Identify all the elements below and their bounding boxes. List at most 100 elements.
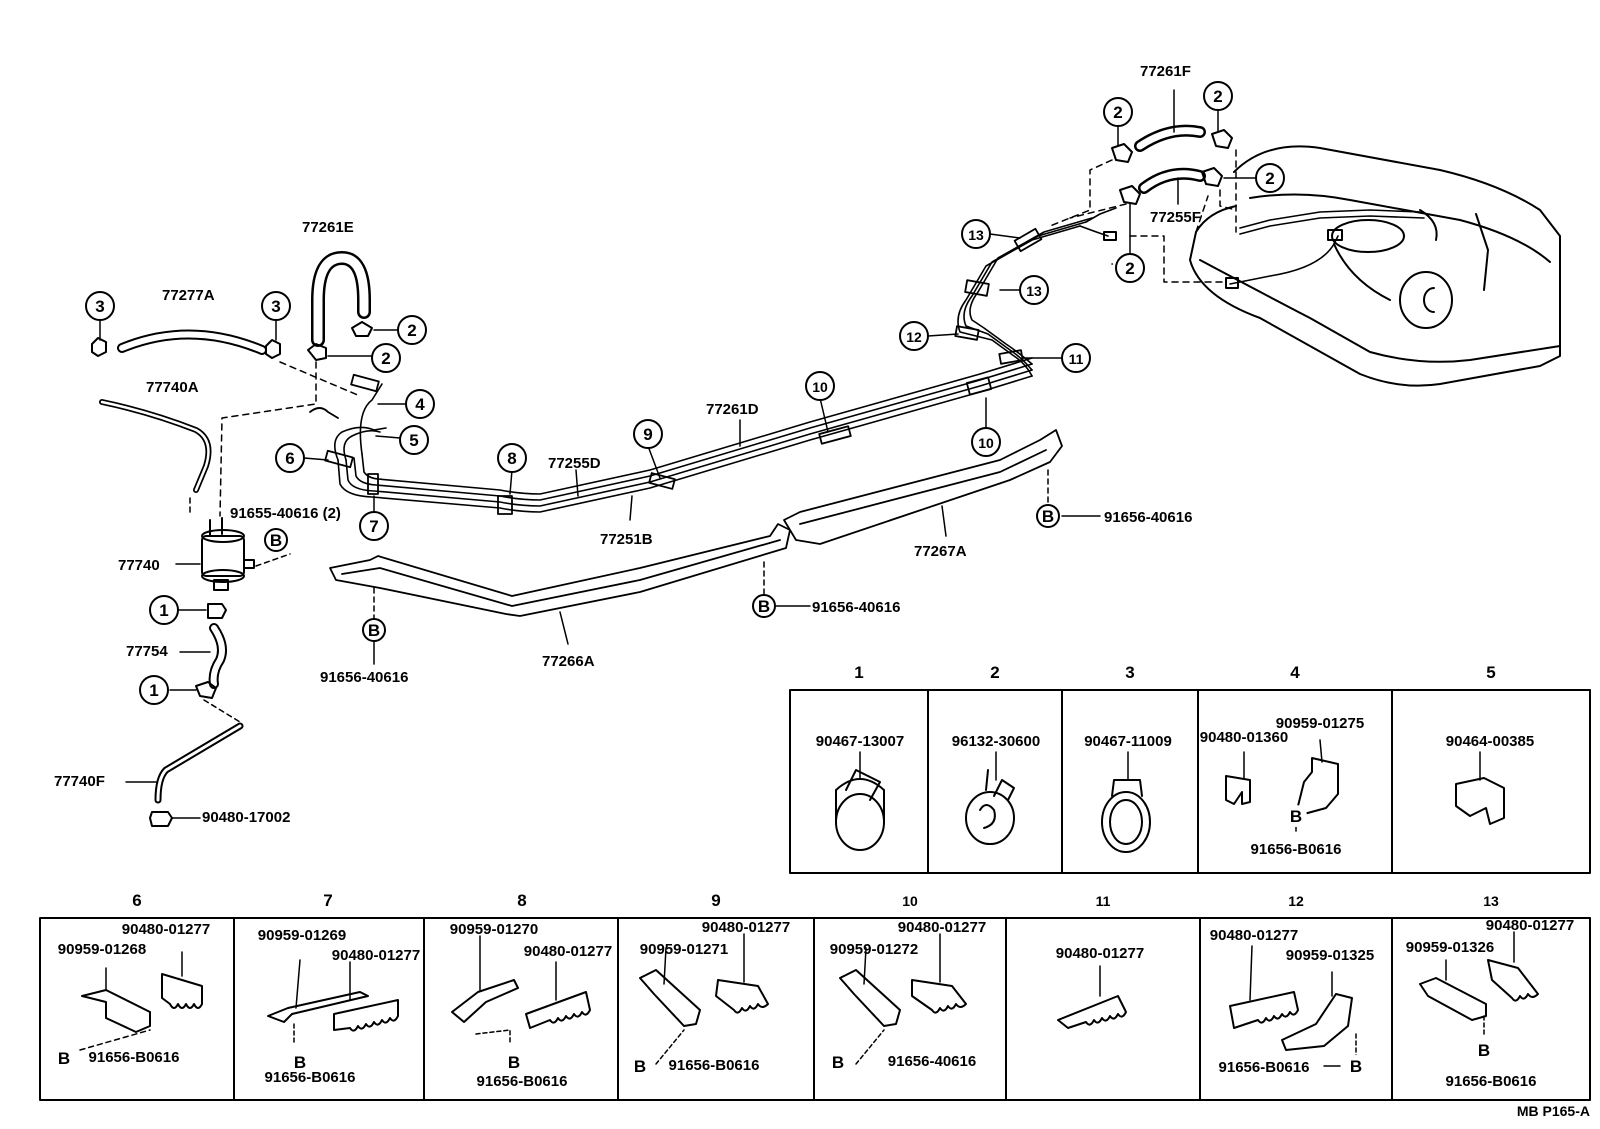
detail-11-callout-number: 11	[1096, 893, 1111, 909]
clamp-1-lower-icon	[195, 681, 217, 699]
detail-row2-bolt-symbol-0: B	[53, 1047, 75, 1069]
detail-9-part-0: 90480-01277	[702, 919, 790, 936]
bracket-90959-01272-icon	[839, 947, 901, 1065]
detail-7-part-0: 90959-01269	[258, 927, 346, 944]
detail-13-part-0: 90480-01277	[1486, 917, 1574, 934]
callout-c6-number: 6	[285, 449, 294, 468]
detail-row2-bolt-symbol-0-circle	[53, 1047, 75, 1069]
bolt-symbol-b3-circle	[752, 594, 776, 618]
detail-11-callout-circle	[1089, 886, 1117, 914]
detail-12-part-0: 90480-01277	[1210, 927, 1298, 944]
bracket-90959-01269-icon	[267, 959, 369, 1045]
detail-3-callout-number: 3	[1125, 663, 1134, 682]
detail-10-part-1: 90959-01272	[830, 941, 918, 958]
detail-9-callout: 9	[702, 886, 730, 914]
callout-c7: 7	[359, 511, 389, 541]
detail-12-callout-number: 12	[1288, 893, 1304, 909]
detail-11-callout: 11	[1089, 886, 1117, 914]
callout-c7-circle	[359, 511, 389, 541]
part-label-p77267A: 77267A	[914, 543, 967, 560]
clamp-2-lower-icon	[307, 343, 327, 361]
hose-77261E	[311, 251, 371, 347]
callout-c2b-circle	[371, 343, 401, 373]
clamp-90480-01277-icon	[333, 961, 399, 1032]
detail-4-bolt-symbol-number: B	[1290, 807, 1302, 826]
callout-c13a-number: 13	[1026, 283, 1042, 299]
detail-row2-bolt-symbol-5-circle	[1345, 1055, 1367, 1077]
callout-c10b-circle	[971, 427, 1001, 457]
callout-c2a: 2	[397, 315, 427, 345]
callout-c1d-number: 1	[149, 681, 158, 700]
detail-12-part-2: 91656-B0616	[1219, 1059, 1310, 1076]
detail-9-part-2: 91656-B0616	[669, 1057, 760, 1074]
callout-c1c-number: 1	[159, 601, 168, 620]
detail-row2-bolt-symbol-4-circle	[827, 1051, 849, 1073]
detail-6-callout: 6	[123, 886, 151, 914]
detail-7-part-2: 91656-B0616	[265, 1069, 356, 1086]
callout-c10a-circle	[805, 371, 835, 401]
fuel-tank	[1189, 145, 1561, 387]
clamp-3-left-icon	[91, 319, 107, 357]
charcoal-canister-77740	[201, 517, 255, 591]
detail-10-part-0: 90480-01277	[898, 919, 986, 936]
bolt-symbol-b3: B	[752, 594, 776, 618]
detail-1-callout-number: 1	[854, 663, 863, 682]
detail-2-callout-circle	[981, 658, 1009, 686]
clamp-2-icon	[1211, 129, 1233, 149]
callout-c2f-circle	[1115, 253, 1145, 283]
bolt-symbol-b3-number: B	[758, 597, 770, 616]
callout-c9: 9	[633, 419, 663, 449]
callout-c4-circle	[405, 389, 435, 419]
tube-fitting-icon	[1327, 229, 1343, 241]
detail-8-part-1: 90480-01277	[524, 943, 612, 960]
detail-row2-bolt-symbol-1: B	[289, 1051, 311, 1073]
part-label-p77277A: 77277A	[162, 287, 215, 304]
callout-c10a-number: 10	[812, 379, 828, 395]
part-label-p90480_17002: 90480-17002	[202, 809, 290, 826]
bolt-symbol-b4-circle	[1036, 504, 1060, 528]
callout-c5-circle	[399, 425, 429, 455]
detail-6-part-0: 90480-01277	[122, 921, 210, 938]
callout-c2c-number: 2	[1113, 103, 1122, 122]
detail-7-callout-number: 7	[323, 891, 332, 910]
callout-c8: 8	[497, 443, 527, 473]
callout-c2d-number: 2	[1213, 87, 1222, 106]
leader-lines	[303, 233, 1063, 521]
detail-8-part-0: 90959-01270	[450, 921, 538, 938]
callout-c13b-number: 13	[968, 227, 984, 243]
clamp-90480-01360-icon	[1225, 751, 1251, 805]
detail-4-part-1: 90480-01360	[1200, 729, 1288, 746]
callout-c9-number: 9	[643, 425, 652, 444]
callout-c2c-circle	[1103, 97, 1133, 127]
detail-11-part-0: 90480-01277	[1056, 945, 1144, 962]
callout-c1b: 3	[261, 291, 291, 321]
detail-row2-bolt-symbol-6: B	[1473, 1039, 1495, 1061]
detail-row2-bolt-symbol-5-number: B	[1350, 1057, 1362, 1076]
callout-c13b: 13	[961, 219, 991, 249]
detail-row2-bolt-symbol-4: B	[827, 1051, 849, 1073]
detail-8-part-2: 91656-B0616	[477, 1073, 568, 1090]
clamp-90480-01277-icon	[1057, 965, 1127, 1029]
bolt-symbol-b4-number: B	[1042, 507, 1054, 526]
clamp-90464-00385-icon	[1455, 751, 1505, 825]
bolt-symbol-b1-number: B	[270, 531, 282, 550]
detail-5-callout-circle	[1477, 658, 1505, 686]
callout-c10b-number: 10	[978, 435, 994, 451]
detail-8-callout: 8	[508, 886, 536, 914]
detail-row2-bolt-symbol-2-circle	[503, 1051, 525, 1073]
detail-3-part-0: 90467-11009	[1084, 733, 1172, 750]
callout-c1a-number: 3	[95, 297, 104, 316]
bracket-90959-01325-icon	[1281, 971, 1357, 1067]
bolt-symbol-b1-circle	[264, 528, 288, 552]
clamp-90480-01277-icon	[1229, 945, 1299, 1029]
clamp-1-upper-icon	[207, 603, 227, 619]
callout-c1c: 1	[149, 595, 179, 625]
hose-clamp-90467-11009-icon	[1101, 751, 1151, 853]
detail-13-callout-circle	[1477, 886, 1505, 914]
callout-c2e: 2	[1255, 163, 1285, 193]
bolt-symbol-b2: B	[362, 618, 386, 642]
part-label-p91656_a: 91656-40616	[320, 669, 408, 686]
callout-c1c-circle	[149, 595, 179, 625]
detail-6-part-2: 91656-B0616	[89, 1049, 180, 1066]
